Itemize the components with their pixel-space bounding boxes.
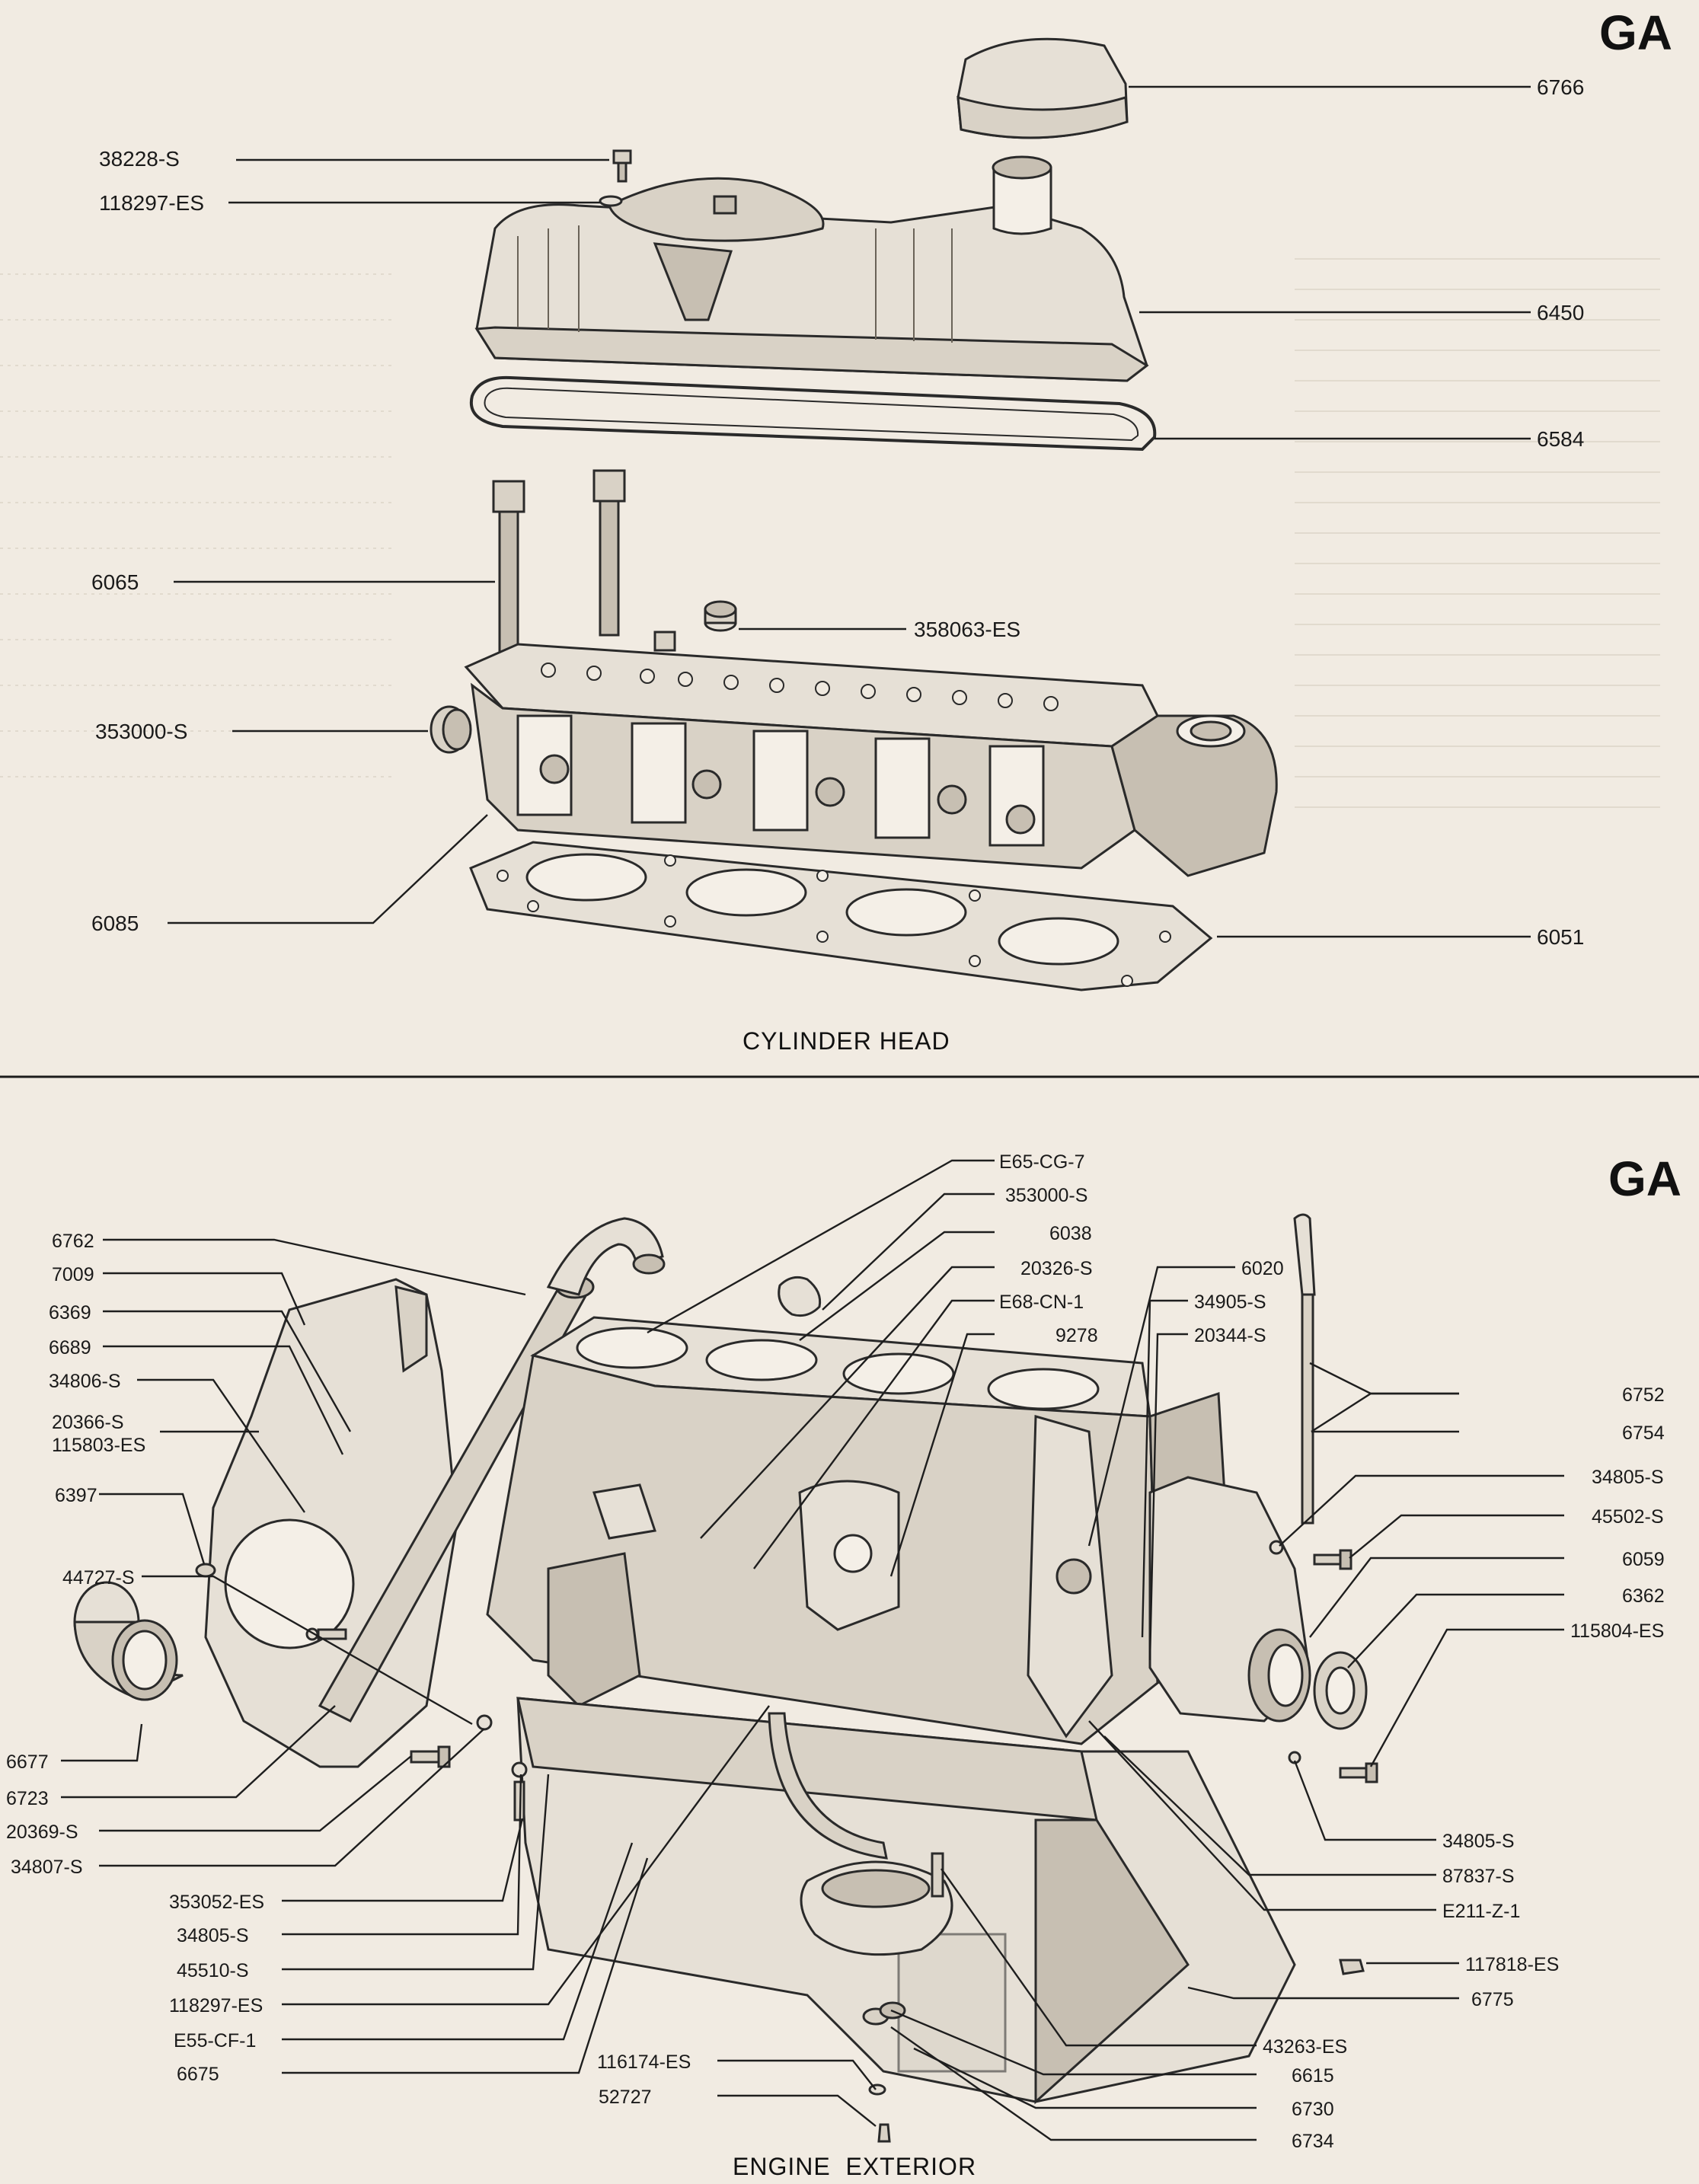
callouts-bottom-left: 6762 7009 6369 6689 34806-S 20366-S 1158…: [6, 1231, 264, 2085]
callout-6020: 6020: [1241, 1258, 1284, 1279]
callout-E55-CF-1: E55-CF-1: [174, 2030, 256, 2051]
expansion-plug-drawing: [430, 705, 472, 754]
callout-6766: 6766: [1537, 75, 1584, 99]
callout-34806-S: 34806-S: [49, 1371, 121, 1392]
oil-pan-drawing: [516, 1697, 1296, 2105]
callout-34905-S: 34905-S: [1194, 1292, 1266, 1313]
callout-E68-CN-1: E68-CN-1: [999, 1292, 1084, 1313]
callout-6675: 6675: [177, 2064, 219, 2085]
oil-filler-tube-drawing: [318, 1217, 666, 1723]
callout-117818-ES: 117818-ES: [1465, 1954, 1559, 1975]
callout-6369: 6369: [49, 1302, 91, 1323]
callout-353052-ES: 353052-ES: [169, 1892, 264, 1913]
callout-6615: 6615: [1292, 2065, 1334, 2087]
callout-6085: 6085: [91, 912, 139, 935]
callout-34805-S-right-1: 34805-S: [1592, 1467, 1664, 1488]
rocker-cover-gasket-drawing: [469, 375, 1157, 452]
callout-34805-S-left: 34805-S: [177, 1925, 249, 1946]
dowel-drawing: [195, 1563, 216, 1578]
leader-lines-bottom: [61, 1159, 1564, 2141]
bolts-right-drawing: [1288, 1549, 1378, 1975]
rocker-cover-drawing: [474, 155, 1149, 382]
callout-20369-S: 20369-S: [6, 1822, 78, 1843]
callouts-bottom-center: 116174-ES 52727: [597, 2051, 691, 2108]
callout-87837-S: 87837-S: [1442, 1866, 1515, 1887]
callout-20344-S: 20344-S: [1194, 1325, 1266, 1346]
callout-115804-ES: 115804-ES: [1570, 1620, 1664, 1642]
callout-6397: 6397: [55, 1485, 97, 1506]
callout-353000-S: 353000-S: [95, 720, 187, 743]
seal-retainer-drawing: [73, 1581, 184, 1701]
callout-116174-ES: 116174-ES: [597, 2051, 691, 2073]
callout-6038: 6038: [1049, 1223, 1092, 1244]
callouts-bottom-top: E65-CG-7 353000-S 6038 20326-S E68-CN-1 …: [999, 1151, 1284, 1346]
nut-drawing: [704, 600, 737, 632]
callout-34807-S: 34807-S: [11, 1857, 83, 1878]
oil-strainer-drawing: [768, 1712, 953, 1956]
callout-38228-S: 38228-S: [99, 147, 180, 171]
leader-lines-top: [168, 85, 1531, 938]
callout-6754: 6754: [1622, 1422, 1665, 1444]
callout-E211-Z-1: E211-Z-1: [1442, 1901, 1520, 1922]
callout-6723: 6723: [6, 1788, 49, 1809]
callout-7009: 7009: [52, 1264, 94, 1285]
show-through-background: [0, 258, 1660, 808]
engine-front-plate-drawing: [204, 1278, 458, 1768]
callout-118297-ES: 118297-ES: [99, 191, 204, 215]
callout-353000-S: 353000-S: [1005, 1185, 1087, 1206]
dipstick-drawing: [1269, 1213, 1316, 1555]
callout-34805-S-right-2: 34805-S: [1442, 1831, 1515, 1852]
callout-358063-ES: 358063-ES: [914, 618, 1020, 641]
callout-44727-S: 44727-S: [62, 1567, 135, 1589]
timing-cover-drawing: [1148, 1476, 1368, 1730]
callout-118297-ES: 118297-ES: [169, 1995, 263, 2016]
callout-20326-S: 20326-S: [1020, 1258, 1093, 1279]
callout-20366-S: 20366-S: [52, 1412, 124, 1433]
callouts-bottom-right: 6752 6754 34805-S 45502-S 6059 6362 1158…: [1263, 1384, 1665, 2152]
callout-9278: 9278: [1055, 1325, 1098, 1346]
engine-block-drawing: [486, 1316, 1235, 1745]
callout-6730: 6730: [1292, 2099, 1334, 2120]
callout-6362: 6362: [1622, 1585, 1665, 1607]
callout-6065: 6065: [91, 570, 139, 594]
callout-6450: 6450: [1537, 301, 1584, 324]
cylinder-head-drawing: [464, 631, 1278, 877]
callout-6051: 6051: [1537, 925, 1584, 949]
callout-43263-ES: 43263-ES: [1263, 2036, 1347, 2058]
callout-E65-CG-7: E65-CG-7: [999, 1151, 1085, 1173]
callout-6689: 6689: [49, 1337, 91, 1359]
callout-6584: 6584: [1537, 427, 1584, 451]
section-code-top: GA: [1599, 5, 1672, 60]
callout-115803-ES: 115803-ES: [52, 1435, 145, 1456]
section-code-bottom: GA: [1608, 1151, 1681, 1206]
callout-6775: 6775: [1471, 1989, 1514, 2010]
callout-6059: 6059: [1622, 1549, 1665, 1570]
oil-filler-cap-drawing: [956, 37, 1129, 139]
callout-6752: 6752: [1622, 1384, 1665, 1406]
callout-6734: 6734: [1292, 2131, 1334, 2152]
engine-exterior-diagram: 6762 7009 6369 6689 34806-S 20366-S 1158…: [6, 1151, 1665, 2180]
head-gasket-drawing: [469, 841, 1213, 991]
rocker-cover-screw-drawing: [599, 149, 632, 207]
callout-45502-S: 45502-S: [1592, 1506, 1664, 1528]
engine-exterior-title: ENGINE EXTERIOR: [733, 2153, 976, 2180]
callouts-top: 6766 38228-S 118297-ES 6450 6584 6065 35…: [91, 75, 1584, 949]
cylinder-head-bolts-drawing: [492, 469, 626, 659]
callout-6677: 6677: [6, 1751, 49, 1773]
cylinder-head-title: CYLINDER HEAD: [743, 1027, 950, 1055]
callout-45510-S: 45510-S: [177, 1960, 249, 1981]
cylinder-head-diagram: 6766 38228-S 118297-ES 6450 6584 6065 35…: [91, 37, 1584, 1055]
callout-52727: 52727: [599, 2087, 652, 2108]
callout-6762: 6762: [52, 1231, 94, 1252]
